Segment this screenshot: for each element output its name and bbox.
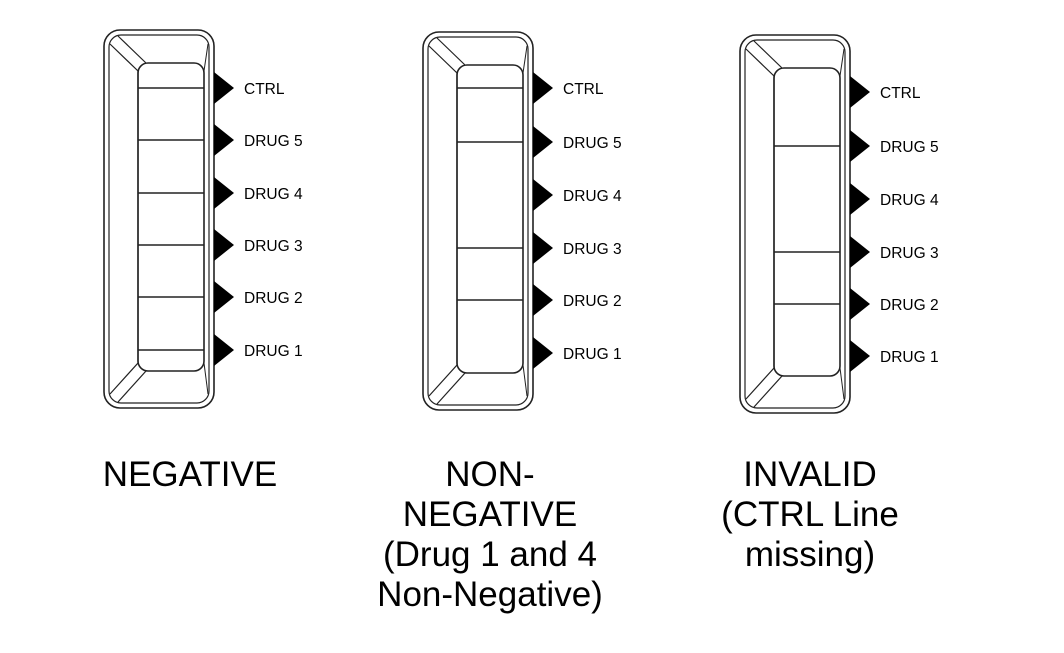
casing-bevel-top bbox=[117, 35, 147, 64]
line-marker-triangle bbox=[850, 76, 870, 108]
strip-line-label: DRUG 1 bbox=[244, 343, 303, 360]
result-window bbox=[137, 62, 205, 372]
strip-line-label: DRUG 2 bbox=[880, 297, 939, 314]
casing-bevel-right-bottom bbox=[203, 362, 209, 395]
strip-line-label: DRUG 5 bbox=[244, 133, 303, 150]
strip-line-label: DRUG 1 bbox=[563, 346, 622, 363]
casing-bevel-right-bottom bbox=[522, 364, 528, 397]
strip-line-label: DRUG 4 bbox=[563, 188, 622, 205]
casing-bevel-left bbox=[745, 48, 775, 400]
line-marker-triangle bbox=[214, 334, 234, 366]
strip-casing-inner bbox=[427, 36, 529, 406]
strip-line-label: DRUG 4 bbox=[880, 192, 939, 209]
casing-bevel-bottom bbox=[753, 375, 783, 408]
test-strip-0: CTRL DRUG 5 DRUG 4 DRUG 3 DRUG 2 DRUG 1 bbox=[103, 29, 303, 409]
casing-bevel-top bbox=[753, 40, 783, 69]
strip-casing-outer bbox=[103, 29, 215, 409]
strip-caption-non-negative: NON- NEGATIVE (Drug 1 and 4 Non-Negative… bbox=[377, 455, 603, 614]
strip-line-label: DRUG 4 bbox=[244, 186, 303, 203]
line-marker-triangle bbox=[850, 183, 870, 215]
strip-casing-inner bbox=[108, 34, 210, 404]
strip-line-label: DRUG 5 bbox=[563, 135, 622, 152]
casing-bevel-right-bottom bbox=[839, 367, 845, 400]
strip-casing-outer bbox=[422, 31, 534, 411]
strip-caption-negative: NEGATIVE bbox=[102, 455, 278, 494]
casing-bevel-top bbox=[436, 37, 466, 66]
strip-line-label: DRUG 1 bbox=[880, 349, 939, 366]
strip-line-label: DRUG 3 bbox=[244, 238, 303, 255]
strip-caption-invalid: INVALID (CTRL Line missing) bbox=[721, 455, 899, 574]
casing-bevel-left bbox=[428, 45, 458, 397]
casing-bevel-bottom bbox=[117, 370, 147, 403]
result-window bbox=[456, 64, 524, 374]
casing-bevel-right-top bbox=[203, 43, 209, 72]
casing-bevel-left bbox=[109, 43, 139, 395]
strip-line-label: CTRL bbox=[880, 85, 921, 102]
strip-casing-inner bbox=[744, 39, 846, 409]
casing-bevel-right-top bbox=[839, 48, 845, 77]
casing-bevel-bottom bbox=[436, 372, 466, 405]
test-strip-2: CTRL DRUG 5 DRUG 4 DRUG 3 DRUG 2 DRUG 1 bbox=[739, 34, 939, 414]
strip-line-label: CTRL bbox=[563, 81, 604, 98]
strip-line-label: DRUG 3 bbox=[563, 241, 622, 258]
strip-line-label: DRUG 2 bbox=[244, 290, 303, 307]
casing-bevel-right-top bbox=[522, 45, 528, 74]
line-marker-triangle bbox=[533, 72, 553, 104]
strip-casing-outer bbox=[739, 34, 851, 414]
line-marker-triangle bbox=[214, 281, 234, 313]
test-strip-1: CTRL DRUG 5 DRUG 4 DRUG 3 DRUG 2 DRUG 1 bbox=[422, 31, 622, 411]
line-marker-triangle bbox=[214, 177, 234, 209]
strip-line-label: DRUG 2 bbox=[563, 293, 622, 310]
line-marker-triangle bbox=[533, 232, 553, 264]
line-marker-triangle bbox=[533, 337, 553, 369]
line-marker-triangle bbox=[850, 340, 870, 372]
line-marker-triangle bbox=[850, 288, 870, 320]
line-marker-triangle bbox=[214, 229, 234, 261]
line-marker-triangle bbox=[850, 130, 870, 162]
strip-line-label: CTRL bbox=[244, 81, 285, 98]
strip-line-label: DRUG 3 bbox=[880, 245, 939, 262]
line-marker-triangle bbox=[533, 179, 553, 211]
line-marker-triangle bbox=[850, 236, 870, 268]
line-marker-triangle bbox=[533, 284, 553, 316]
strip-line-label: DRUG 5 bbox=[880, 139, 939, 156]
line-marker-triangle bbox=[214, 124, 234, 156]
line-marker-triangle bbox=[533, 126, 553, 158]
line-marker-triangle bbox=[214, 72, 234, 104]
result-window bbox=[773, 67, 841, 377]
